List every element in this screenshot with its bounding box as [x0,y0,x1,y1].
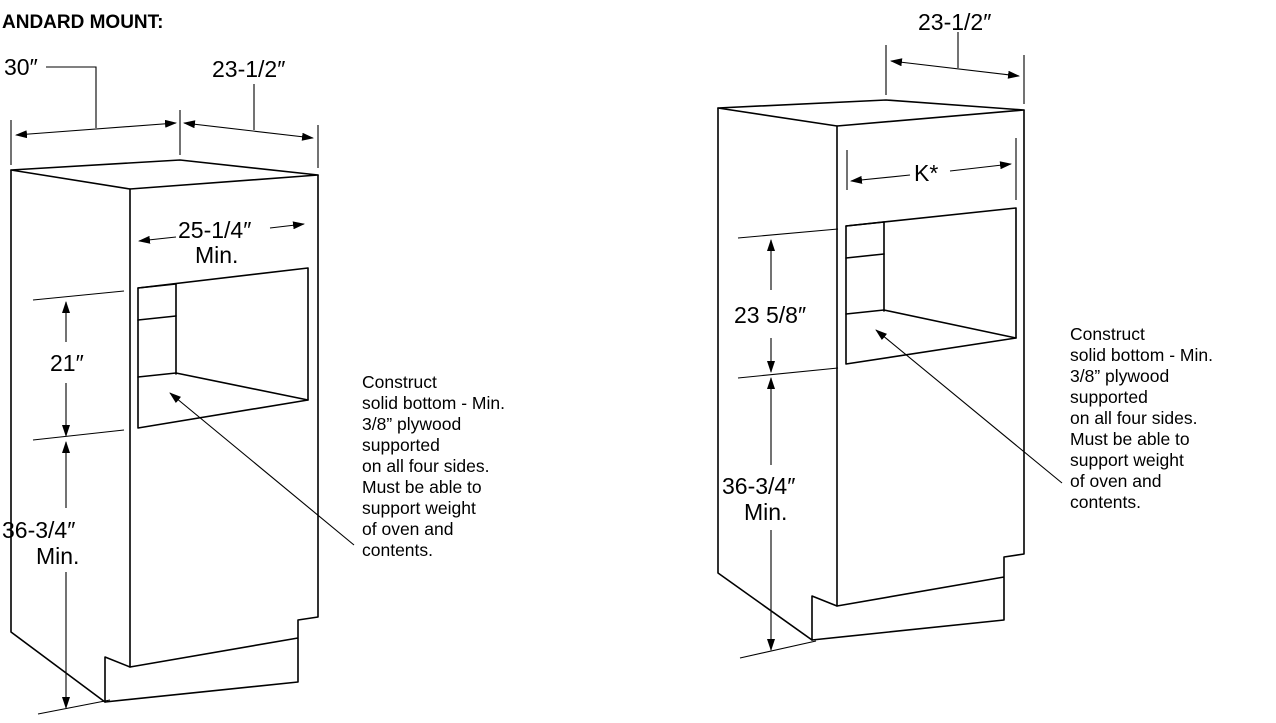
opening-width-min-label: Min. [195,242,238,268]
right-cabinet-left-face [717,107,813,641]
left-note-line: contents. [362,540,433,560]
right-depth-label: 23-1/2″ [918,9,991,35]
right-note-line: Construct [1070,324,1145,344]
opening-width-label: 25-1/4″ [178,217,251,243]
right-note-line: on all four sides. [1070,408,1197,428]
width-total-arrow [15,119,177,139]
left-cabinet-top [10,159,319,190]
left-note-line: Construct [362,372,437,392]
right-opening-floor [845,309,1017,339]
width-total-label: 30″ [4,54,38,80]
right-cabinet [717,99,1025,641]
left-note: Construct solid bottom - Min. 3/8” plywo… [362,372,510,560]
right-oven-opening [845,207,1017,365]
right-note-line: 3/8” plywood [1070,366,1169,386]
left-opening-side-wall [137,283,177,375]
right-note-line: Must be able to [1070,429,1190,449]
right-bottom-height-min-label: Min. [744,499,787,525]
bottom-height-label: 36-3/4″ [2,517,75,543]
left-note-line: support weight [362,498,476,518]
left-note-line: 3/8” plywood [362,414,461,434]
right-opening-side-wall [845,221,885,312]
right-note-leader [875,329,1063,484]
left-note-line: Must be able to [362,477,482,497]
right-cabinet-top [717,99,1025,127]
left-note-leader [169,392,355,546]
right-opening-side-line [845,253,885,259]
left-cabinet-right-face [104,174,319,703]
left-opening-floor [137,372,309,401]
bottom-height-min-label: Min. [36,543,79,569]
right-depth-arrow [890,58,1020,79]
width-total-leader [46,66,97,128]
right-opening-height-label: 23 5/8″ [734,302,806,328]
right-dimensions: 23-1/2″ K* 23 5/8″ 36-3/4″ Min. [722,9,1063,659]
right-note-line: support weight [1070,450,1184,470]
left-note-line: of oven and [362,519,453,539]
right-opening-width-label: K* [914,160,938,186]
right-cabinet-right-face [811,109,1025,641]
left-cabinet [10,159,319,703]
right-note: Construct solid bottom - Min. 3/8” plywo… [1070,324,1218,512]
left-opening-side-line [137,315,177,321]
section-heading: ANDARD MOUNT: [2,12,163,33]
depth-label: 23-1/2″ [212,56,285,82]
left-note-line: solid bottom - Min. [362,393,505,413]
left-cabinet-left-face [10,169,106,703]
left-oven-opening [137,267,309,429]
opening-height-label: 21″ [50,350,84,376]
left-note-line: supported [362,435,440,455]
right-note-line: solid bottom - Min. [1070,345,1213,365]
right-bottom-height-label: 36-3/4″ [722,473,795,499]
depth-arrow [183,120,314,141]
right-note-line: of oven and [1070,471,1161,491]
left-note-line: on all four sides. [362,456,489,476]
right-note-line: contents. [1070,492,1141,512]
right-note-line: supported [1070,387,1148,407]
left-dimensions: 30″ 23-1/2″ 25-1/4″ Min. 21″ 36-3/4″ Min… [2,54,355,715]
